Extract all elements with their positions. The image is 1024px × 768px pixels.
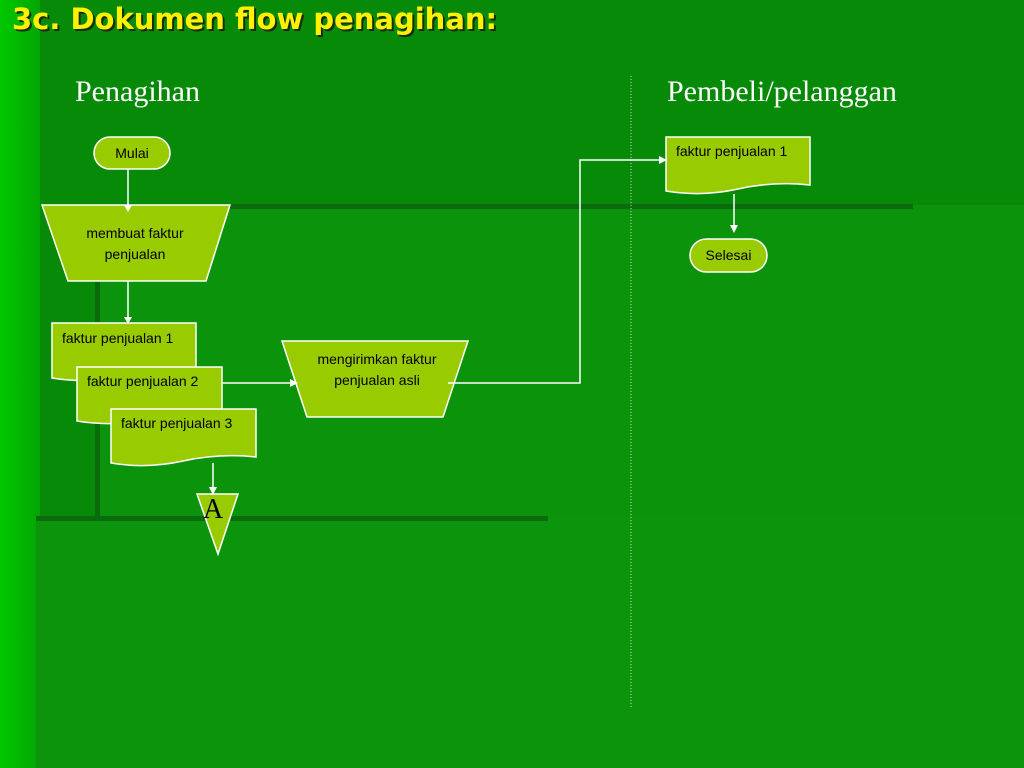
background-rule-horizontal	[95, 204, 913, 209]
end-label: Selesai	[705, 247, 752, 263]
arrowhead	[124, 317, 132, 324]
document-3-label: faktur penjualan 3	[121, 415, 233, 431]
arrowhead	[209, 487, 217, 495]
connector-a-label: A	[203, 494, 224, 525]
document-1-label: faktur penjualan 1	[62, 330, 174, 346]
background-band-lower	[36, 518, 1024, 768]
document-2-label: faktur penjualan 2	[87, 373, 199, 389]
arrowhead	[124, 205, 132, 212]
start-terminator	[93, 136, 171, 170]
background-rule-lower	[36, 516, 548, 521]
document-faktur-3	[110, 408, 257, 467]
customer-document-label: faktur penjualan 1	[676, 143, 788, 159]
send-invoice-label: mengirimkan faktur penjualan asli	[317, 351, 437, 388]
create-invoice-process	[40, 204, 232, 282]
lane-label-pembeli: Pembeli/pelanggan	[667, 75, 897, 108]
arrowhead	[659, 156, 667, 164]
arrowhead	[290, 379, 298, 387]
create-invoice-label: membuat faktur penjualan	[86, 225, 184, 262]
start-label: Mulai	[115, 145, 149, 161]
connector-a	[195, 493, 240, 557]
background-left-strip	[0, 0, 40, 768]
customer-document-faktur-1	[665, 136, 811, 195]
flow-send-to-customer	[448, 159, 660, 384]
end-terminator	[689, 238, 768, 273]
send-invoice-process	[280, 340, 470, 418]
arrowhead	[730, 225, 738, 233]
slide-title: 3c. Dokumen flow penagihan:	[12, 2, 498, 36]
lane-label-penagihan: Penagihan	[75, 75, 200, 108]
